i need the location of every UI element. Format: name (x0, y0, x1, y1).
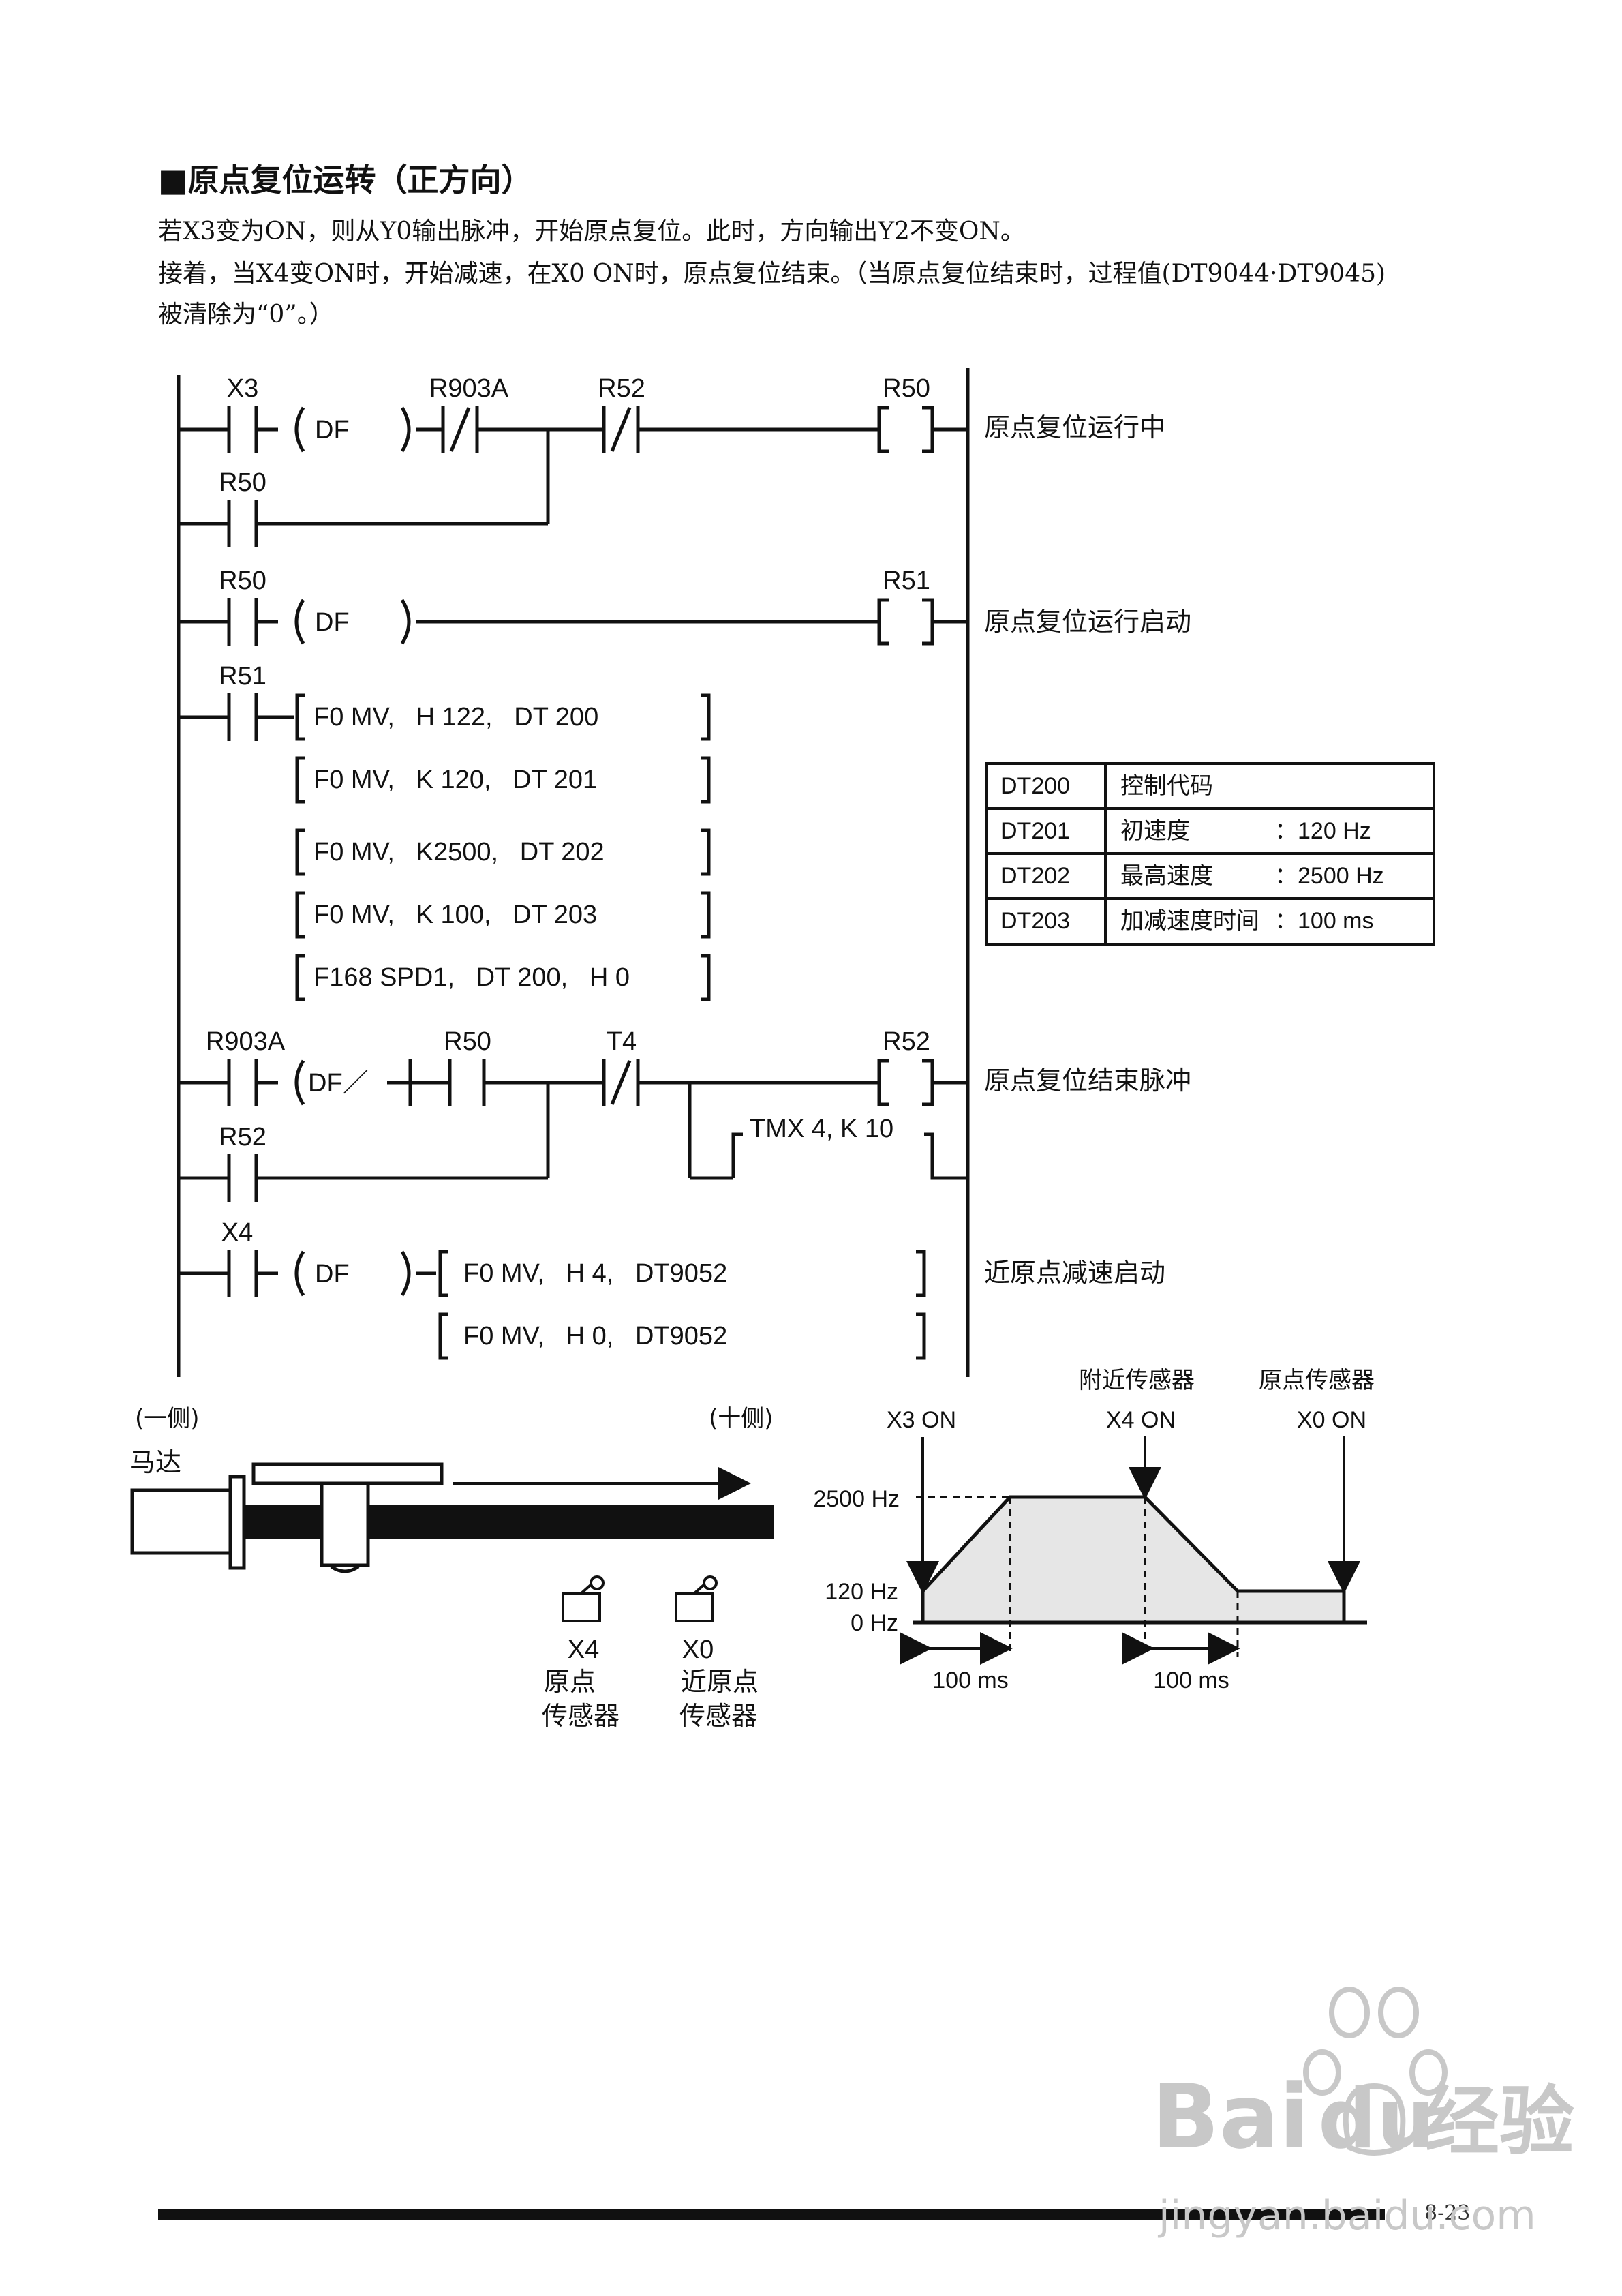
rung4-coil-r52: R52 (883, 1027, 930, 1056)
decel-time-label: 100 ms (1153, 1667, 1229, 1693)
rung1-hold-contact-r50: R50 (219, 468, 266, 497)
instr-mv-dt202: F0 MV, K2500, DT 202 (313, 838, 605, 866)
rung2-df-label: DF (315, 608, 350, 637)
rung1-contact-x3: X3 (227, 374, 258, 403)
rung5-contact-x4: X4 (221, 1218, 253, 1247)
rung1-contact-r52: R52 (598, 374, 645, 403)
y-tick-120: 120 Hz (825, 1579, 898, 1605)
y-tick-0: 0 Hz (851, 1610, 898, 1636)
sensor2-line2: 传感器 (679, 1701, 757, 1731)
paw-icon (1303, 1987, 1448, 2156)
sensor-x0-icon (675, 1575, 718, 1622)
page-number: 8-23 (1424, 2201, 1470, 2225)
param-value: ：120 Hz (1274, 818, 1371, 844)
rung-4 (179, 1059, 968, 1202)
rung4-df-negative-label: DF／ (308, 1069, 369, 1098)
rung2-contact-r50: R50 (219, 567, 266, 595)
rung2-comment: 原点复位运行启动 (984, 607, 1191, 637)
rung4-hold-contact-r52: R52 (219, 1123, 266, 1151)
instr-mv-dt201: F0 MV, K 120, DT 201 (313, 766, 597, 794)
watermark-url: jingyan.baidu.com (1157, 2192, 1536, 2239)
accel-time-label: 100 ms (932, 1667, 1009, 1693)
mechanism: (一侧) (十侧) 马达 X4 原点 传感器 X0 近原点 传感器 (129, 1405, 774, 1731)
sensor2-id: X0 (682, 1635, 714, 1664)
x0-on-label: X0 ON (1297, 1407, 1366, 1433)
description-line-2: 接着，当X4变ON时，开始减速，在X0 ON时，原点复位结束。（当原点复位结束时… (158, 260, 1386, 288)
sensor-x4-icon (562, 1575, 605, 1622)
description-line-3: 被清除为“0”。） (158, 301, 334, 329)
rung1-coil-r50: R50 (883, 374, 930, 403)
instr-mv-dt203: F0 MV, K 100, DT 203 (313, 901, 597, 929)
param-table-row-dt203: DT203 加减速度时间 ：100 ms (1000, 907, 1374, 935)
rung1-contact-r903a: R903A (429, 374, 509, 403)
power-rails (177, 368, 970, 1377)
param-table (985, 762, 1435, 946)
instr-mv-h4-dt9052: F0 MV, H 4, DT9052 (463, 1259, 727, 1288)
rung1-comment: 原点复位运行中 (984, 412, 1165, 442)
param-table-row-dt202: DT202 最高速度 ：2500 Hz (1000, 862, 1384, 890)
watermark-jingyan: 经验 (1424, 2078, 1574, 2165)
sensor1-line2: 传感器 (542, 1701, 619, 1731)
instr-spd1: F168 SPD1, DT 200, H 0 (313, 963, 630, 992)
param-table-row-dt200: DT200 控制代码 (1000, 772, 1213, 800)
section-title: ■原点复位运转（正方向） (158, 162, 533, 198)
x3-on-label: X3 ON (887, 1407, 956, 1433)
param-value: ：2500 Hz (1274, 863, 1384, 889)
minus-side-label: (一侧) (135, 1405, 200, 1432)
footer-rule (158, 2209, 1385, 2220)
rung5-comment: 近原点减速启动 (984, 1258, 1165, 1288)
param-desc: 控制代码 (1120, 772, 1213, 800)
sensor2-line1: 近原点 (681, 1667, 759, 1697)
rung4-timer: TMX 4, K 10 (750, 1115, 893, 1143)
rung-3 (179, 693, 711, 1001)
rung2-coil-r51: R51 (883, 567, 930, 595)
rung-5 (179, 1250, 926, 1360)
speed-profile-chart: 2500 Hz 120 Hz 0 Hz X3 ON 附近传感器 X4 ON 原点… (813, 1367, 1375, 1693)
param-reg: DT203 (1000, 908, 1070, 934)
param-desc: 加减速度时间 (1120, 907, 1259, 935)
motor-icon (130, 1475, 246, 1570)
description-line-1: 若X3变为ON，则从Y0输出脉冲，开始原点复位。此时，方向输出Y2不变ON。 (158, 217, 1025, 245)
watermark-brand-du: du (1318, 2072, 1435, 2167)
param-reg: DT200 (1000, 773, 1070, 799)
rung-2 (179, 598, 968, 646)
param-desc: 初速度 (1120, 817, 1190, 845)
baidu-watermark: Bai du 经验 jingyan.baidu.com (1152, 1987, 1574, 2239)
param-table-row-dt201: DT201 初速度 ：120 Hz (1000, 817, 1371, 845)
x4-on-label: X4 ON (1106, 1407, 1176, 1433)
near-sensor-title: 附近传感器 (1079, 1367, 1195, 1394)
motor-label: 马达 (129, 1447, 181, 1477)
rung4-contact-t4: T4 (607, 1027, 637, 1056)
y-tick-2500: 2500 Hz (813, 1486, 900, 1512)
param-reg: DT201 (1000, 818, 1070, 844)
instr-mv-h0-dt9052: F0 MV, H 0, DT9052 (463, 1322, 727, 1350)
rung-1 (179, 406, 968, 547)
sensor1-line1: 原点 (544, 1667, 596, 1697)
origin-sensor-title: 原点传感器 (1259, 1367, 1375, 1394)
profile-area (923, 1497, 1344, 1622)
param-desc: 最高速度 (1120, 862, 1213, 890)
watermark-brand: Bai (1152, 2065, 1309, 2169)
rung1-df-label: DF (315, 416, 350, 444)
carriage-icon (251, 1462, 444, 1573)
plus-side-label: (十侧) (709, 1405, 774, 1432)
rung4-contact-r50: R50 (444, 1027, 491, 1056)
rung4-comment: 原点复位结束脉冲 (984, 1066, 1191, 1096)
instr-mv-dt200: F0 MV, H 122, DT 200 (313, 703, 598, 731)
sensor1-id: X4 (568, 1635, 599, 1664)
rung5-df-label: DF (315, 1260, 350, 1288)
param-value: ：100 ms (1274, 908, 1374, 934)
param-reg: DT202 (1000, 863, 1070, 889)
rung3-contact-r51: R51 (219, 662, 266, 691)
rung4-contact-r903a: R903A (206, 1027, 286, 1056)
